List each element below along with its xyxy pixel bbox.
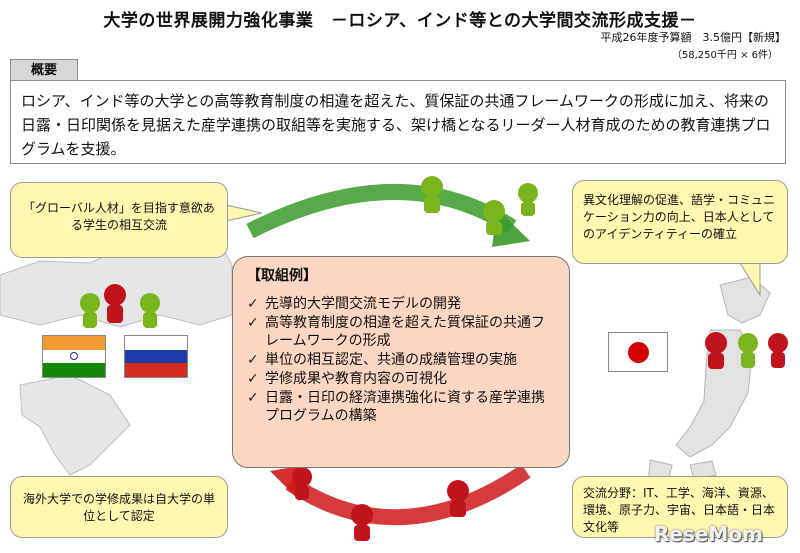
list-item: ✓学修成果や教育内容の可視化 bbox=[247, 371, 447, 387]
red-figure bbox=[447, 480, 469, 517]
initiative-heading: 【取組例】 bbox=[247, 268, 317, 284]
green-figure bbox=[140, 293, 160, 328]
japan-map-silhouette bbox=[647, 276, 771, 488]
russia-flag bbox=[124, 335, 188, 378]
green-figure bbox=[80, 293, 100, 328]
callout-exchange-fields: 交流分野：IT、工学、海洋、資源、環境、原子力、宇宙、日本語・日本文化等 bbox=[572, 476, 788, 538]
ashoka-chakra-icon bbox=[70, 352, 78, 360]
red-figure bbox=[705, 332, 727, 369]
list-item: ✓日露・日印の経済連携強化に資する産学連携プログラムの構築 bbox=[247, 390, 545, 424]
illustration-layer bbox=[0, 176, 788, 541]
initiative-list: ✓先導的大学間交流モデルの開発 ✓高等教育制度の相違を超えた質保証の共通フレーム… bbox=[247, 295, 555, 425]
red-figure bbox=[768, 333, 788, 368]
budget-amount: 平成26年度予算額 3.5億円【新規】 bbox=[600, 31, 787, 44]
callout-credit-recognition: 海外大学での学修成果は自大学の単位として認定 bbox=[10, 476, 228, 538]
japan-flag bbox=[608, 332, 668, 372]
initiative-examples-box: 【取組例】 ✓先導的大学間交流モデルの開発 ✓高等教育制度の相違を超えた質保証の… bbox=[232, 256, 570, 468]
check-icon: ✓ bbox=[247, 296, 259, 312]
list-item: ✓先導的大学間交流モデルの開発 bbox=[247, 296, 461, 312]
red-figure bbox=[292, 467, 312, 500]
overview-text: ロシア、インド等の大学との高等教育制度の相違を超えた、質保証の共通フレームワーク… bbox=[10, 80, 786, 164]
check-icon: ✓ bbox=[247, 352, 259, 368]
list-item: ✓高等教育制度の相違を超えた質保証の共通フレームワークの形成 bbox=[247, 315, 545, 349]
page-title: 大学の世界展開力強化事業 －ロシア、インド等との大学間交流形成支援－ bbox=[103, 11, 697, 31]
overview-label: 概要 bbox=[10, 59, 78, 81]
red-figure bbox=[351, 504, 373, 541]
check-icon: ✓ bbox=[247, 315, 259, 331]
callout-student-exchange: 「グローバル人材」を目指す意欲ある学生の相互交流 bbox=[10, 182, 228, 258]
green-figure bbox=[738, 333, 758, 368]
budget-detail: （58,250千円 × 6件） bbox=[671, 50, 778, 61]
hinomaru-icon bbox=[628, 342, 649, 363]
red-figure bbox=[104, 284, 126, 323]
watermark-logo: ReseMom bbox=[654, 522, 763, 546]
green-cycle-arrow bbox=[246, 184, 517, 239]
india-flag bbox=[42, 335, 106, 378]
red-cycle-arrow bbox=[285, 464, 531, 526]
green-figure bbox=[518, 183, 538, 216]
india-map-silhouette bbox=[19, 374, 131, 476]
green-figure bbox=[421, 176, 443, 213]
green-figure bbox=[483, 200, 505, 235]
check-icon: ✓ bbox=[247, 371, 259, 387]
callout-cultural-understanding: 異文化理解の促進、語学・コミュニケーション力の向上、日本人としてのアイデンティテ… bbox=[572, 180, 788, 264]
callout-tail-top-left bbox=[225, 204, 263, 222]
list-item: ✓単位の相互認定、共通の成績管理の実施 bbox=[247, 352, 517, 368]
check-icon: ✓ bbox=[247, 390, 259, 406]
